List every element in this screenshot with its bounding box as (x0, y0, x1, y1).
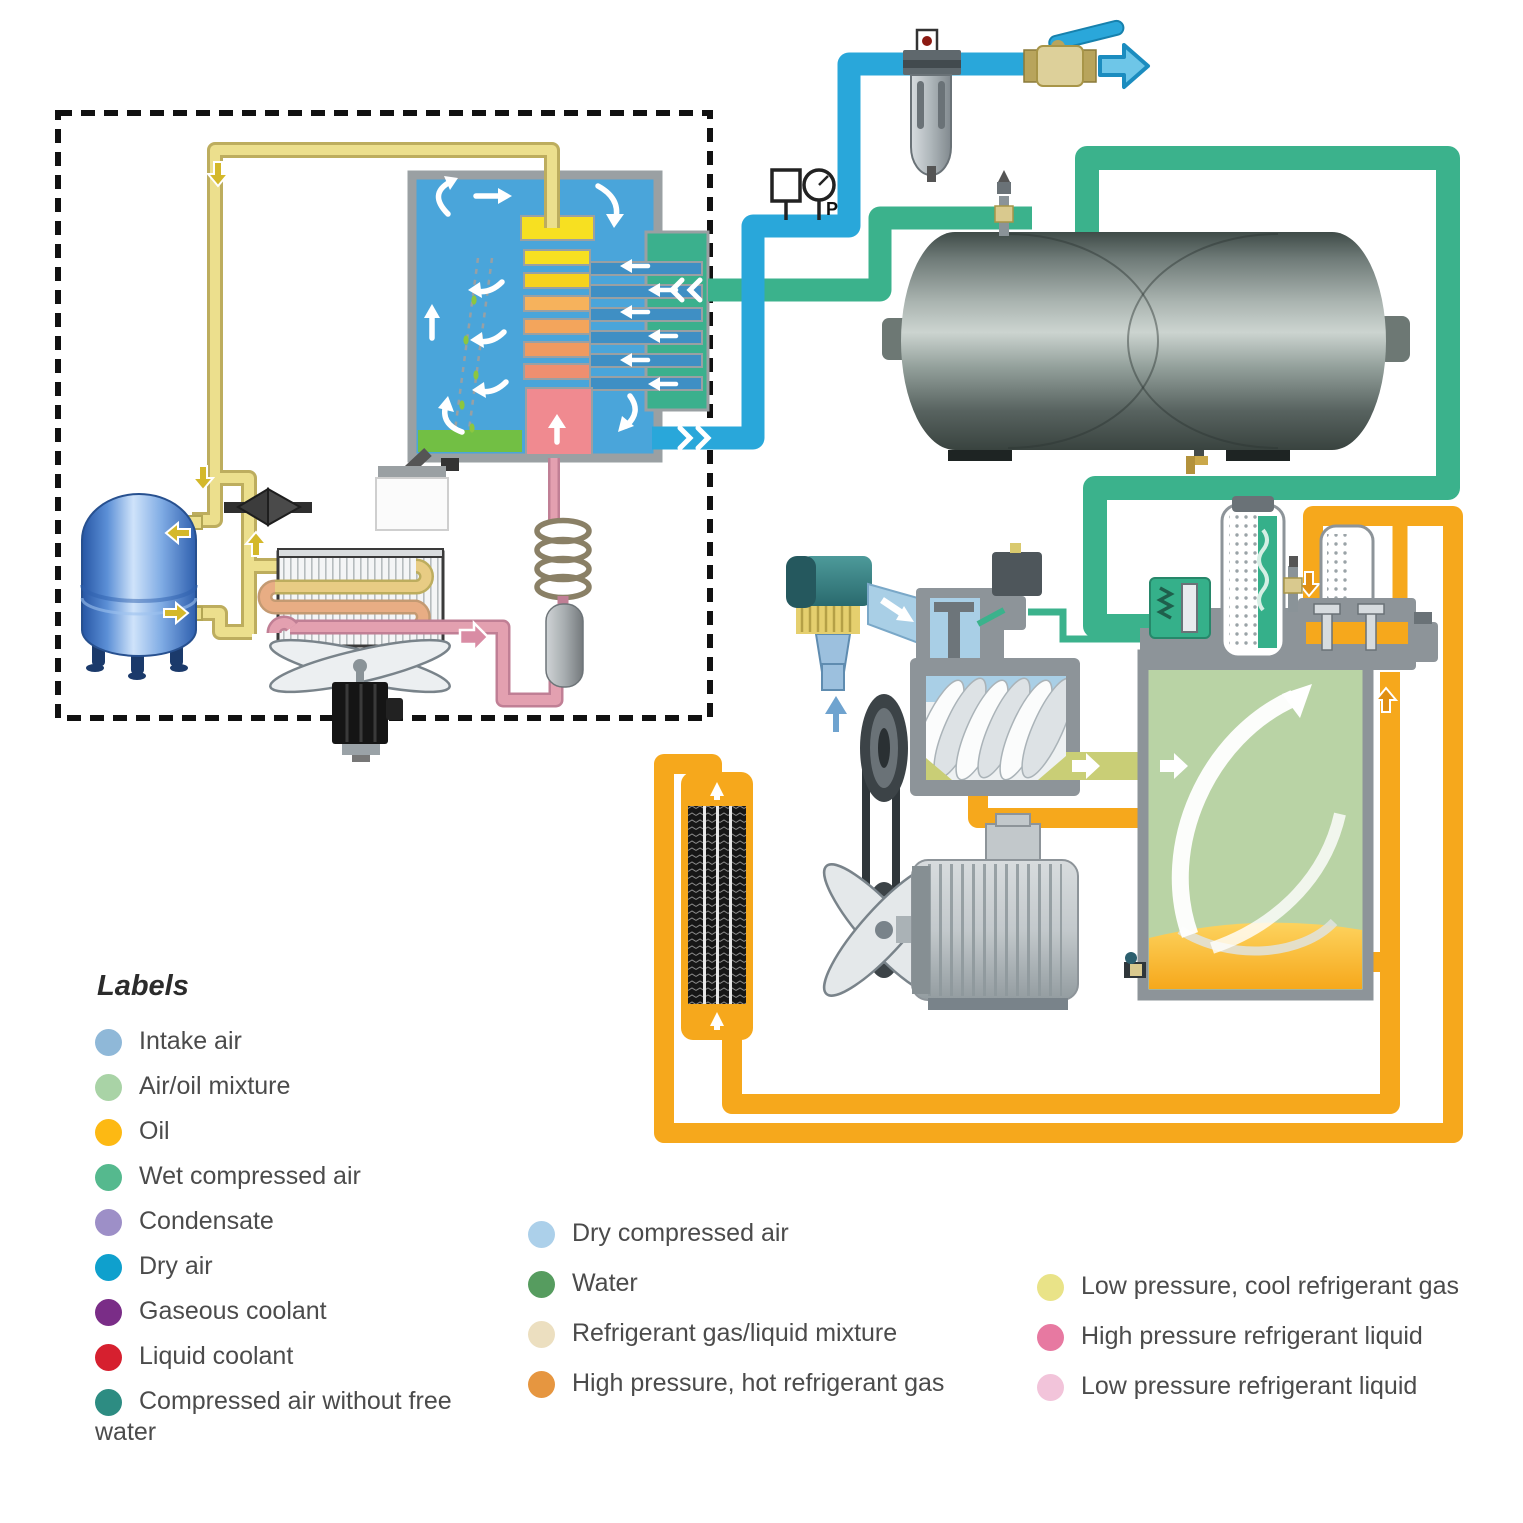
auto-drain (375, 447, 459, 531)
legend-dot-dry-compressed-air (528, 1220, 555, 1248)
dry-air-pipe (652, 52, 1028, 450)
ball-valve (1023, 19, 1125, 87)
legend-item: High pressure refrigerant liquid (1037, 1321, 1467, 1352)
water-condensate-strip (418, 430, 522, 452)
dryer-condenser-fan (269, 638, 451, 762)
dryer-heat-exchanger (407, 170, 710, 463)
legend-item: Dry air (95, 1251, 467, 1282)
condensate-drip (453, 257, 494, 433)
oil-pipes (654, 506, 1463, 1143)
valve-handle (1048, 19, 1125, 51)
condenser-coil (257, 548, 564, 708)
pipe-flow-chevrons (668, 277, 712, 451)
legend-dot-low-pressure-refrigerant-liquid (1037, 1373, 1064, 1401)
separator-drain-valve (1124, 952, 1146, 978)
wet-air-pipe-tank-to-dryer (708, 206, 1032, 302)
minimum-pressure-valve (1149, 577, 1211, 639)
air-receiver-tank (882, 170, 1410, 474)
refrigerant-compressor (80, 493, 203, 680)
separator-element (1220, 496, 1286, 659)
legend-dot-gaseous-coolant (95, 1298, 122, 1326)
legend-item: Low pressure, cool refrigerant gas (1037, 1271, 1467, 1302)
separator-top-assembly (1140, 496, 1438, 670)
electric-motor (896, 813, 1079, 1010)
air-outlet-arrow (1098, 43, 1150, 89)
legend-item: High pressure, hot refrigerant gas (528, 1368, 980, 1399)
legend-dot-oil (95, 1118, 122, 1146)
screw-element (910, 658, 1150, 796)
legend-dot-liquid-coolant (95, 1343, 122, 1371)
legend-column-1: Intake air Air/oil mixture Oil Wet compr… (95, 1026, 467, 1462)
tank-safety-valve (994, 170, 1014, 236)
legend-dot-condensate (95, 1208, 122, 1236)
legend-dot-intake-air (95, 1028, 122, 1056)
receiver-drier (545, 603, 584, 688)
legend-item: Condensate (95, 1206, 467, 1237)
refrigerant-flow-arrows (163, 161, 269, 626)
legend-dot-water (528, 1270, 555, 1298)
pressure-gauges: P (770, 168, 838, 220)
exchanger-air-tubes (589, 261, 703, 391)
square-gauge (770, 168, 802, 203)
separator-safety-valve (1283, 556, 1303, 612)
thermostatic-valve-block (1298, 598, 1416, 670)
legend-dot-compressed-air-without-free-water (95, 1388, 122, 1416)
legend-item: Water (528, 1268, 980, 1299)
legend-dot-low-pressure-cool-refrigerant-gas (1037, 1273, 1064, 1301)
filter-drier (224, 487, 312, 527)
capillary-and-drier (534, 458, 592, 688)
legend-item: Refrigerant gas/liquid mixture (528, 1318, 980, 1349)
legend-item: Oil (95, 1116, 467, 1147)
unloader-valve (992, 552, 1042, 596)
legend-title: Labels (97, 970, 189, 1002)
legend-column-3: Low pressure, cool refrigerant gas High … (1037, 1271, 1467, 1421)
oil-cooler (681, 772, 753, 1040)
legend-item: Liquid coolant (95, 1341, 467, 1372)
legend-dot-high-pressure-refrigerant-liquid (1037, 1323, 1064, 1351)
legend-dot-dry-air (95, 1253, 122, 1281)
belt-drive (860, 694, 908, 934)
legend-dot-wet-compressed-air (95, 1163, 122, 1191)
line-filter (903, 28, 961, 182)
legend-item: Low pressure refrigerant liquid (1037, 1371, 1467, 1402)
oil-filter (1319, 524, 1375, 616)
oil-flow-arrows (1296, 571, 1399, 713)
legend-item: Dry compressed air (528, 1218, 980, 1249)
gauge-p-label: P (826, 199, 838, 219)
dryer-enclosure-border (55, 110, 713, 721)
legend-item: Gaseous coolant (95, 1296, 467, 1327)
oil-separator-tank (1124, 649, 1374, 1001)
legend-item: Air/oil mixture (95, 1071, 467, 1102)
liquid-flow-arrow (458, 619, 490, 655)
legend-dot-air-oil-mixture (95, 1073, 122, 1101)
intake-filter (786, 556, 872, 732)
legend-column-2: Dry compressed air Water Refrigerant gas… (528, 1218, 980, 1418)
legend-item: Intake air (95, 1026, 467, 1057)
legend-dot-refrigerant-gas-liquid-mixture (528, 1320, 555, 1348)
legend-item: Compressed air without free water (95, 1387, 452, 1446)
wet-air-pipe-compressor-to-tank (1075, 146, 1460, 638)
pressure-regulator (1408, 612, 1438, 662)
legend-item: Wet compressed air (95, 1161, 467, 1192)
legend-dot-high-pressure-hot-refrigerant-gas (528, 1370, 555, 1398)
intake-air-arrow (825, 696, 847, 732)
